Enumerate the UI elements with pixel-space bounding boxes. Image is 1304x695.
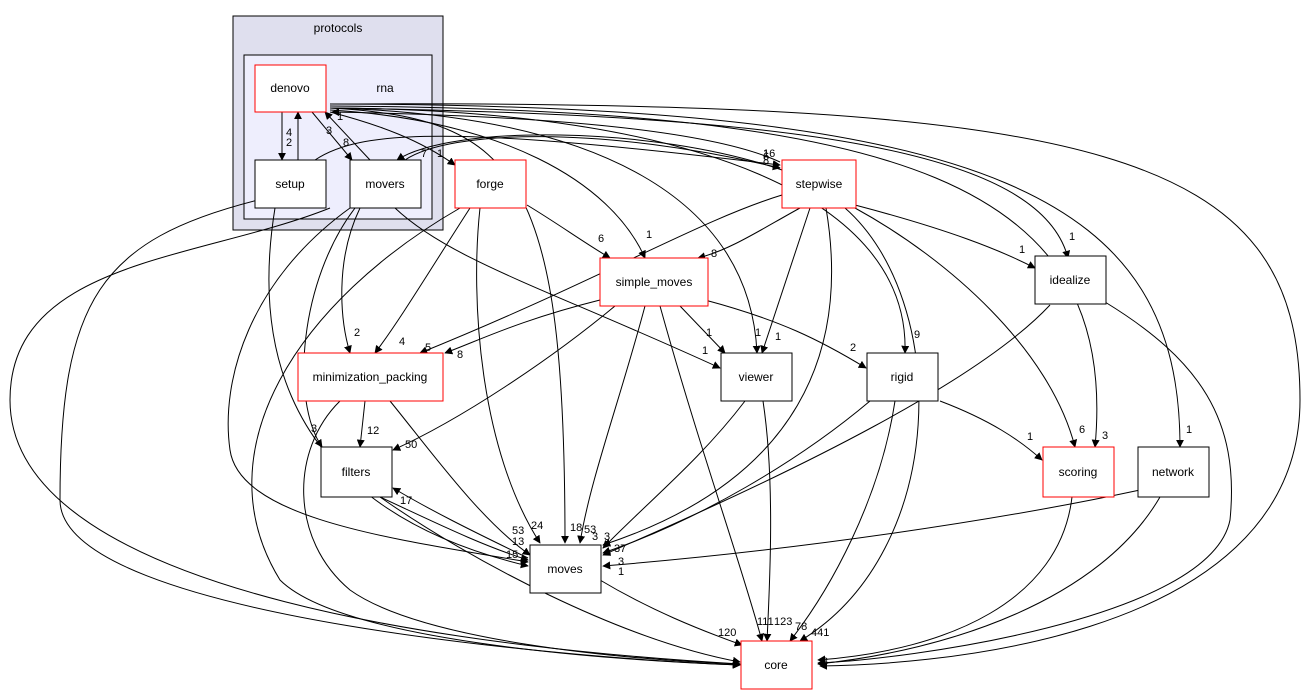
node-core-label: core (764, 658, 788, 672)
node-simple-moves-label: simple_moves (616, 275, 693, 289)
edge-labels: 4 2 3 8 1 7 1 1 16 6 8 1 6 1 8 2 4 5 8 1… (286, 111, 1192, 668)
edge-label: 12 (367, 425, 379, 437)
edge-label: 6 (763, 151, 769, 163)
edge-label: 120 (718, 627, 736, 639)
node-filters-label: filters (342, 465, 371, 479)
edge-label: 3 (822, 656, 828, 668)
edge-label: 1 (1027, 431, 1033, 443)
node-stepwise[interactable]: stepwise (781, 159, 857, 209)
edge-label: 37 (614, 543, 626, 555)
edge-label: 1 (775, 331, 781, 343)
edge-label: 8 (711, 248, 717, 260)
edge-label: 24 (531, 520, 543, 532)
node-filters[interactable]: filters (320, 446, 393, 498)
edge-label: 1 (1069, 231, 1075, 243)
edge-label: 3 (604, 531, 610, 543)
edge-label: 16 (763, 148, 775, 160)
edge-label: 3 (1102, 430, 1108, 442)
node-viewer[interactable]: viewer (720, 352, 793, 402)
cluster-protocols-label: protocols (314, 21, 363, 35)
edge-label: 1 (755, 327, 761, 339)
edge-label: 1 (706, 327, 712, 339)
node-scoring[interactable]: scoring (1042, 446, 1115, 498)
node-rigid[interactable]: rigid (866, 352, 939, 402)
edge-label: 6 (598, 233, 604, 245)
edge-label: 1 (763, 148, 769, 160)
node-viewer-label: viewer (739, 370, 774, 384)
edge-label: 15 (506, 549, 518, 561)
edge-label: 50 (405, 439, 417, 451)
node-moves-label: moves (547, 562, 582, 576)
edge-label: 8 (457, 349, 463, 361)
edge-label: 1 (618, 566, 624, 578)
node-setup[interactable]: setup (254, 159, 327, 209)
node-idealize[interactable]: idealize (1034, 255, 1107, 305)
edge-label: 123 (774, 616, 792, 628)
edge-label: 78 (795, 621, 807, 633)
edge-label: 6 (1079, 424, 1085, 436)
node-denovo[interactable]: denovo (254, 64, 327, 113)
edges (9, 103, 1301, 670)
node-forge-label: forge (476, 177, 504, 191)
edge-label: 3 (311, 423, 317, 435)
node-minimization-packing-label: minimization_packing (313, 370, 428, 384)
edge-label: 2 (850, 342, 856, 354)
edge-label: 2 (354, 327, 360, 339)
node-core[interactable]: core (740, 640, 813, 690)
edge-label: 13 (512, 536, 524, 548)
node-network[interactable]: network (1137, 446, 1210, 498)
node-moves[interactable]: moves (529, 544, 602, 594)
edge-label: 9 (914, 329, 920, 341)
edge-label: 53 (584, 524, 596, 536)
edge-label: 111 (757, 616, 774, 628)
node-scoring-label: scoring (1059, 465, 1098, 479)
edge-label: 1 (702, 345, 708, 357)
edge-label: 17 (400, 495, 412, 507)
edge-label: 8 (763, 155, 769, 167)
node-movers[interactable]: movers (349, 159, 422, 209)
edge-label: 4 (286, 127, 292, 139)
edge-label: 7 (421, 148, 427, 160)
node-minimization-packing[interactable]: minimization_packing (297, 352, 444, 402)
edge-label: 18 (570, 522, 582, 534)
node-denovo-label: denovo (270, 81, 310, 95)
node-simple-moves[interactable]: simple_moves (599, 257, 709, 307)
edge-label: 1 (1019, 244, 1025, 256)
node-idealize-label: idealize (1050, 273, 1091, 287)
edge-label: 1 (337, 111, 343, 123)
edge-label: 5 (425, 342, 431, 354)
edge-label: 1 (437, 148, 443, 160)
node-network-label: network (1152, 465, 1195, 479)
cluster-rna-label: rna (376, 81, 394, 95)
edge-label: 53 (512, 525, 524, 537)
edge-label: 4 (399, 336, 405, 348)
edge-label: 8 (343, 137, 349, 149)
edge-label: 2 (286, 137, 292, 149)
node-rigid-label: rigid (891, 370, 914, 384)
node-forge[interactable]: forge (454, 159, 527, 209)
node-setup-label: setup (275, 177, 305, 191)
edge-label: 3 (618, 556, 624, 568)
edge-label: 1 (646, 229, 652, 241)
node-stepwise-label: stepwise (796, 177, 843, 191)
edge-label: 441 (811, 627, 829, 639)
edge-label: 3 (326, 125, 332, 137)
edge-label: 3 (592, 531, 598, 543)
edge-label: 1 (1186, 424, 1192, 436)
node-movers-label: movers (365, 177, 404, 191)
